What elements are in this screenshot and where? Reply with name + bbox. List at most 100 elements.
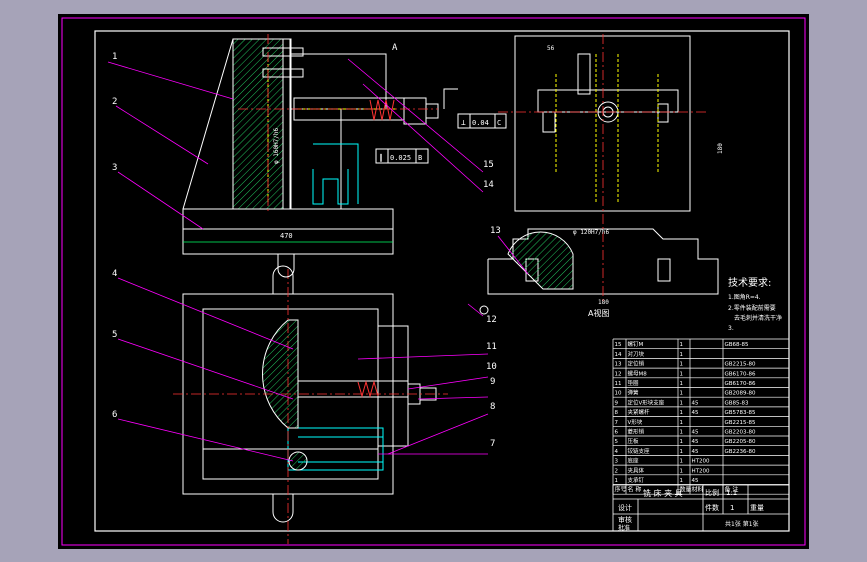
balloon-8: 8 [490,402,495,412]
view-label-a: A [392,43,398,53]
balloon-12: 12 [486,315,497,325]
svg-text:B: B [418,154,422,162]
title-scale-value: 1:1 [726,489,737,497]
balloon-5: 5 [112,330,117,340]
bom-cell-qty: 1 [680,449,684,455]
bom-cell-qty: 1 [680,342,684,348]
balloon-10: 10 [486,362,497,372]
cad-drawing: 470 φ 160H7/h6 ⊥ 0.04 C ∥ 0.025 B A [61,17,806,546]
bom-cell-qty: 1 [680,381,684,387]
bom-cell-qty: 1 [680,400,684,406]
svg-text:⊥: ⊥ [461,118,466,127]
hatch-section-side [507,231,574,290]
title-check-label: 审核 [618,515,632,524]
balloon-2: 2 [112,97,117,107]
bom-cell-no: 7 [615,420,619,426]
bom-cell-name: 对刀块 [628,350,645,358]
balloon-7: 7 [490,439,495,449]
bom-cell-std: GB2089-80 [725,391,757,397]
bom-cell-mat: 45 [692,439,699,445]
bom-cell-std: GB5783-85 [725,410,757,416]
svg-text:∥: ∥ [379,153,383,162]
title-approve-label: 批准 [618,524,630,532]
title-design-label: 设计 [618,503,632,512]
bom-cell-name: 夹紧螺杆 [628,408,651,416]
bom-cell-no: 1 [615,478,619,484]
tech-note-4: 3. [728,325,734,332]
tech-note-3: 去毛刺并清洗干净 [734,314,782,322]
hatch-section-top [262,319,299,429]
bom-cell-qty: 1 [680,410,684,416]
bom-cell-mat: HT200 [692,468,710,474]
title-block [612,484,790,532]
bom-cell-no: 14 [615,352,622,358]
balloon-1: 1 [112,52,117,62]
bom-cell-name: 弹簧 [628,389,640,397]
view-caption-a: A视图 [588,308,609,318]
dim-bore-main: φ 160H7/h6 [273,127,280,164]
bom-cell-std: GB6170-86 [725,371,757,377]
front-view [182,38,439,255]
bom-cell-std: GB85-83 [725,400,750,406]
bom-cell-qty: 1 [680,459,684,465]
tech-note-1: 1.图角R=4. [728,293,761,301]
pin-section [288,451,308,471]
bom-cell-mat: 45 [692,400,699,406]
bom-cell-qty: 1 [680,391,684,397]
bom-cell-qty: 1 [680,420,684,426]
dim-width-main: 470 [280,232,293,240]
balloon-13: 13 [490,226,501,236]
bom-cell-mat: 45 [692,430,699,436]
bom-header-cell: 材料 [692,486,704,494]
bom-cell-name: 底座 [628,457,640,465]
balloon-11: 11 [486,342,497,352]
bom-cell-name: 夹具体 [628,466,645,474]
bom-cell-std: GB68-85 [725,342,750,348]
title-weight-label: 重量 [750,504,764,512]
balloon-6: 6 [112,410,117,420]
svg-text:0.025: 0.025 [390,154,411,162]
bom-cell-name: 螺钉M [628,340,644,348]
drawing-sheet: 470 φ 160H7/h6 ⊥ 0.04 C ∥ 0.025 B A [58,14,809,549]
balloon-15: 15 [483,160,494,170]
bom-cell-std: GB2203-80 [725,430,757,436]
bom-cell-qty: 1 [680,362,684,368]
bom-cell-no: 3 [615,459,619,465]
inner-frame [94,30,790,532]
dim-offset-top: 56 [547,45,555,52]
bom-cell-mat: 45 [692,449,699,455]
bom-cell-no: 8 [615,410,619,416]
bom-cell-std: GB2215-80 [725,362,757,368]
bom-cell-qty: 1 [680,352,684,358]
bom-cell-name: 菱形销 [628,428,645,436]
leader-lines [107,58,529,462]
bom-cell-name: 垫圈 [628,379,640,387]
tolerance-flatness: ⊥ 0.04 C [443,88,507,129]
dim-width-side: 180 [598,299,609,306]
bom-cell-name: 支承钉 [628,476,645,484]
side-view [487,35,719,295]
bom-cell-no: 10 [615,391,622,397]
bom-cell-no: 12 [615,371,622,377]
bom-cell-qty: 1 [680,430,684,436]
bom-cell-name: 定位销 [628,360,645,368]
bom-cell-name: 螺母M8 [628,369,648,377]
bom-cell-std: GB2205-80 [725,439,757,445]
bom-cell-no: 6 [615,430,619,436]
tech-notes-title: 技术要求: [728,276,771,289]
balloon-labels: 1 2 3 4 5 6 7 8 9 10 11 12 13 14 15 [112,52,501,449]
bom-cell-qty: 1 [680,439,684,445]
title-scale-label: 比例 [705,488,719,497]
title-qty-value: 1 [730,504,734,512]
bom-header-cell: 名 称 [628,486,642,494]
bom-cell-std: GB6170-86 [725,381,757,387]
balloon-4: 4 [112,269,117,279]
title-drawing-name: 铣 床 夹 具 [643,488,683,498]
balloon-14: 14 [483,180,494,190]
bom-cell-name: 压板 [628,437,640,445]
tolerance-parallel: ∥ 0.025 B [375,148,429,164]
svg-text:C: C [497,119,501,127]
title-qty-label: 件数 [705,503,719,512]
bom-header-cell: 备 注 [725,486,739,494]
